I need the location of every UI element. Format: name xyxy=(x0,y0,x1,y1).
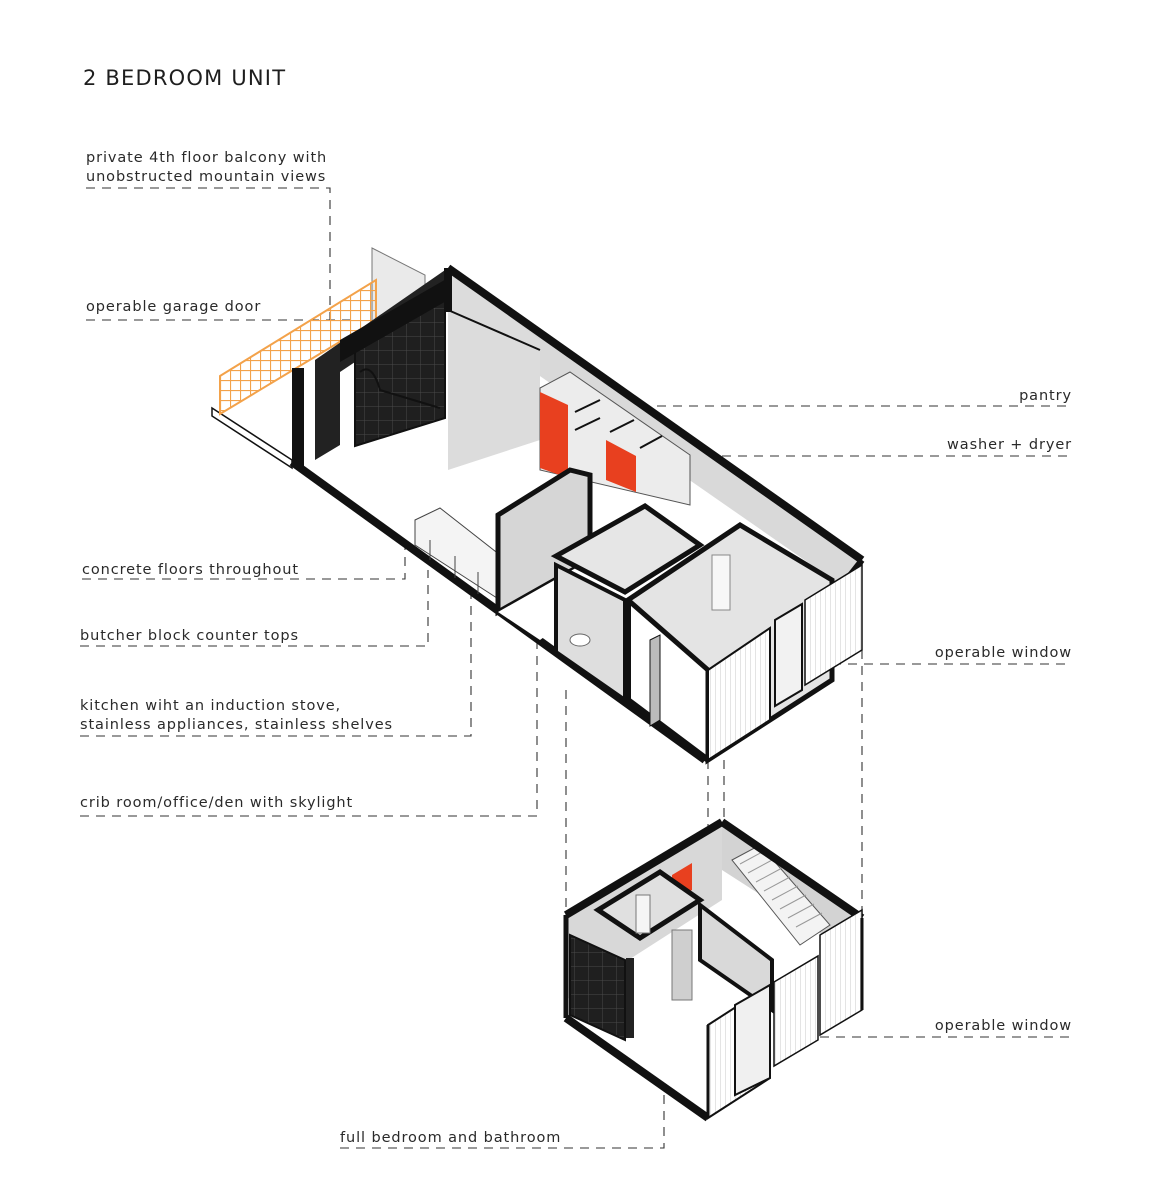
upper-cladding xyxy=(707,626,771,762)
lower-window xyxy=(734,983,771,1097)
garage-door-track xyxy=(359,309,541,409)
leader-balcony xyxy=(86,187,331,320)
label-kitchen-line1: kitchen wiht an induction stove, xyxy=(80,698,342,714)
label-garage-door: operable garage door xyxy=(86,299,262,315)
bath-wall xyxy=(550,503,705,595)
kitchen-counter-lines xyxy=(429,540,479,594)
lower-floor xyxy=(563,818,865,1122)
leader-concrete-floors xyxy=(82,495,406,580)
den-wall xyxy=(495,467,593,617)
bedroom-door xyxy=(711,554,731,611)
lower-column xyxy=(671,929,693,1001)
leader-lines xyxy=(80,187,1072,1149)
leader-bedroom-bathroom xyxy=(340,1060,665,1149)
upper-back-wall-2 xyxy=(448,268,540,470)
balcony-floor xyxy=(211,406,293,470)
lower-right-edge xyxy=(706,918,864,1118)
label-balcony-line1: private 4th floor balcony with xyxy=(86,150,328,166)
shower-tiles xyxy=(569,933,626,1042)
label-crib-room: crib room/office/den with skylight xyxy=(80,795,354,811)
label-balcony: private 4th floor balcony with unobstruc… xyxy=(86,149,327,187)
label-kitchen: kitchen wiht an induction stove, stainle… xyxy=(80,697,393,735)
pantry-shelves xyxy=(574,399,663,449)
label-concrete-floors: concrete floors throughout xyxy=(82,562,299,578)
lower-outer-wall-back xyxy=(563,818,725,919)
lower-closet-door xyxy=(635,894,651,934)
leader-butcher-block xyxy=(80,570,429,647)
end-wall-pillar xyxy=(292,368,304,466)
interior-partition xyxy=(625,600,710,763)
label-operable-window-lower: operable window xyxy=(934,1018,1072,1034)
leader-kitchen xyxy=(80,590,472,737)
stair-treads xyxy=(739,849,823,928)
label-balcony-line2: unobstructed mountain views xyxy=(86,169,327,185)
shower-unit xyxy=(649,634,661,727)
pantry-door-orange xyxy=(540,392,568,478)
lower-window-2 xyxy=(773,954,819,1068)
label-butcher-block: butcher block counter tops xyxy=(80,628,299,644)
upper-window xyxy=(774,602,803,708)
page-title: 2 BEDROOM UNIT xyxy=(83,66,287,90)
toilet-icon xyxy=(569,633,591,647)
upper-cladding-2 xyxy=(804,563,863,687)
label-operable-window-upper: operable window xyxy=(934,645,1072,661)
washer-door-orange xyxy=(606,440,636,492)
lower-outer-wall-right xyxy=(719,818,865,922)
garage-door-frame xyxy=(340,278,448,362)
label-bedroom-bathroom: full bedroom and bathroom xyxy=(340,1130,562,1146)
label-kitchen-line2: stainless appliances, stainless shelves xyxy=(80,717,393,733)
lower-outer-wall-front xyxy=(563,1014,711,1122)
label-pantry: pantry xyxy=(1019,388,1072,404)
label-washer-dryer: washer + dryer xyxy=(947,437,1072,453)
upper-outer-wall-long xyxy=(445,264,865,564)
shower-column xyxy=(626,958,634,1038)
upper-floor xyxy=(211,247,865,765)
leader-crib-room xyxy=(80,640,538,817)
lower-partition xyxy=(698,900,774,1014)
